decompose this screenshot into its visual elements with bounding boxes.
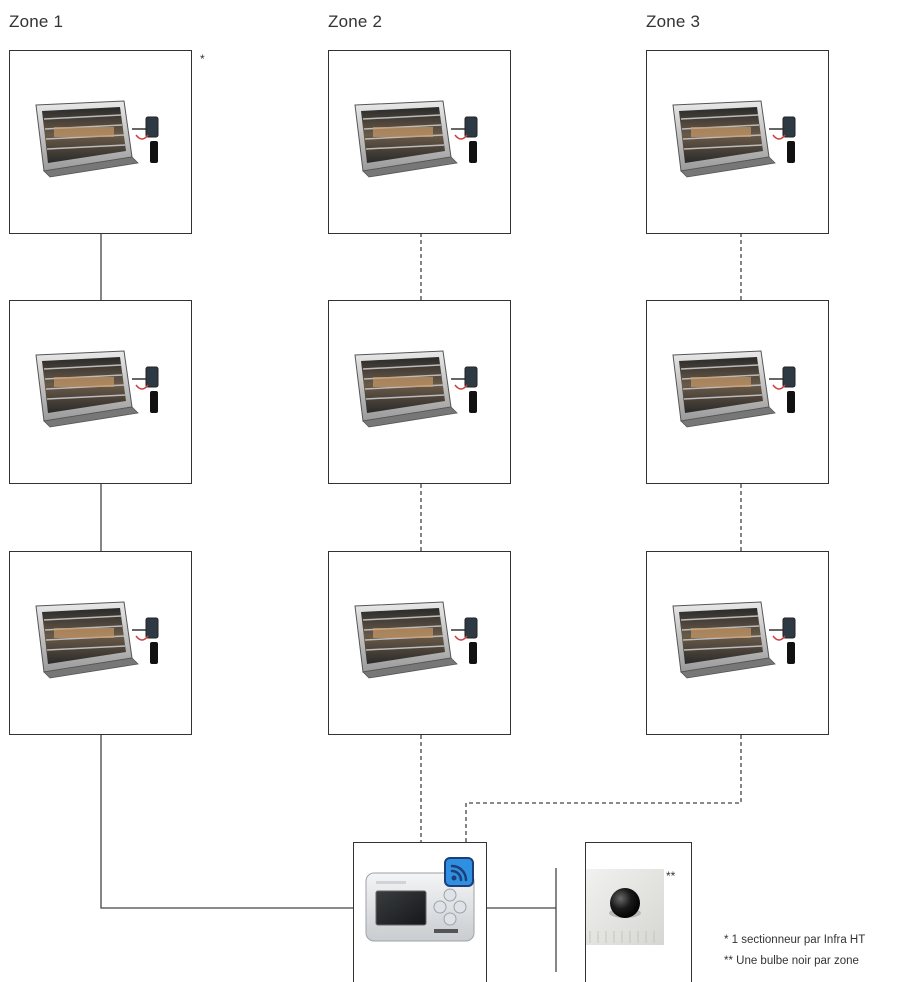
heater-zone3-unit2 (646, 300, 829, 484)
infrared-heater-image (669, 349, 809, 429)
black-bulb-sensor-image (586, 869, 664, 945)
infrared-heater-image (32, 99, 172, 179)
heater-footnote-marker: * (200, 52, 205, 66)
zone-1-title: Zone 1 (9, 12, 63, 32)
heater-zone2-unit1 (328, 50, 511, 234)
sensor-box: ** (585, 842, 692, 982)
zone-3-title: Zone 3 (646, 12, 700, 32)
zone3-link-to-controller (466, 735, 741, 842)
heater-zone1-unit1 (9, 50, 192, 234)
infrared-heater-image (32, 349, 172, 429)
heater-zone2-unit2 (328, 300, 511, 484)
zone-2-title: Zone 2 (328, 12, 382, 32)
heater-zone1-unit2 (9, 300, 192, 484)
wifi-icon (444, 857, 474, 892)
infrared-heater-image (32, 600, 172, 680)
heater-zone3-unit3 (646, 551, 829, 735)
infrared-heater-image (669, 99, 809, 179)
controller-box (353, 842, 487, 982)
zone1-link-to-controller (101, 735, 353, 908)
infrared-heater-image (351, 99, 491, 179)
infrared-heater-image (669, 600, 809, 680)
sensor-footnote-marker: ** (666, 869, 675, 883)
heater-zone3-unit1 (646, 50, 829, 234)
infrared-heater-image (351, 600, 491, 680)
footnote-black-bulb: ** Une bulbe noir par zone (724, 955, 859, 967)
heater-zone2-unit3 (328, 551, 511, 735)
footnote-disconnector: * 1 sectionneur par Infra HT (724, 934, 865, 946)
heater-zone1-unit3 (9, 551, 192, 735)
infrared-heater-image (351, 349, 491, 429)
